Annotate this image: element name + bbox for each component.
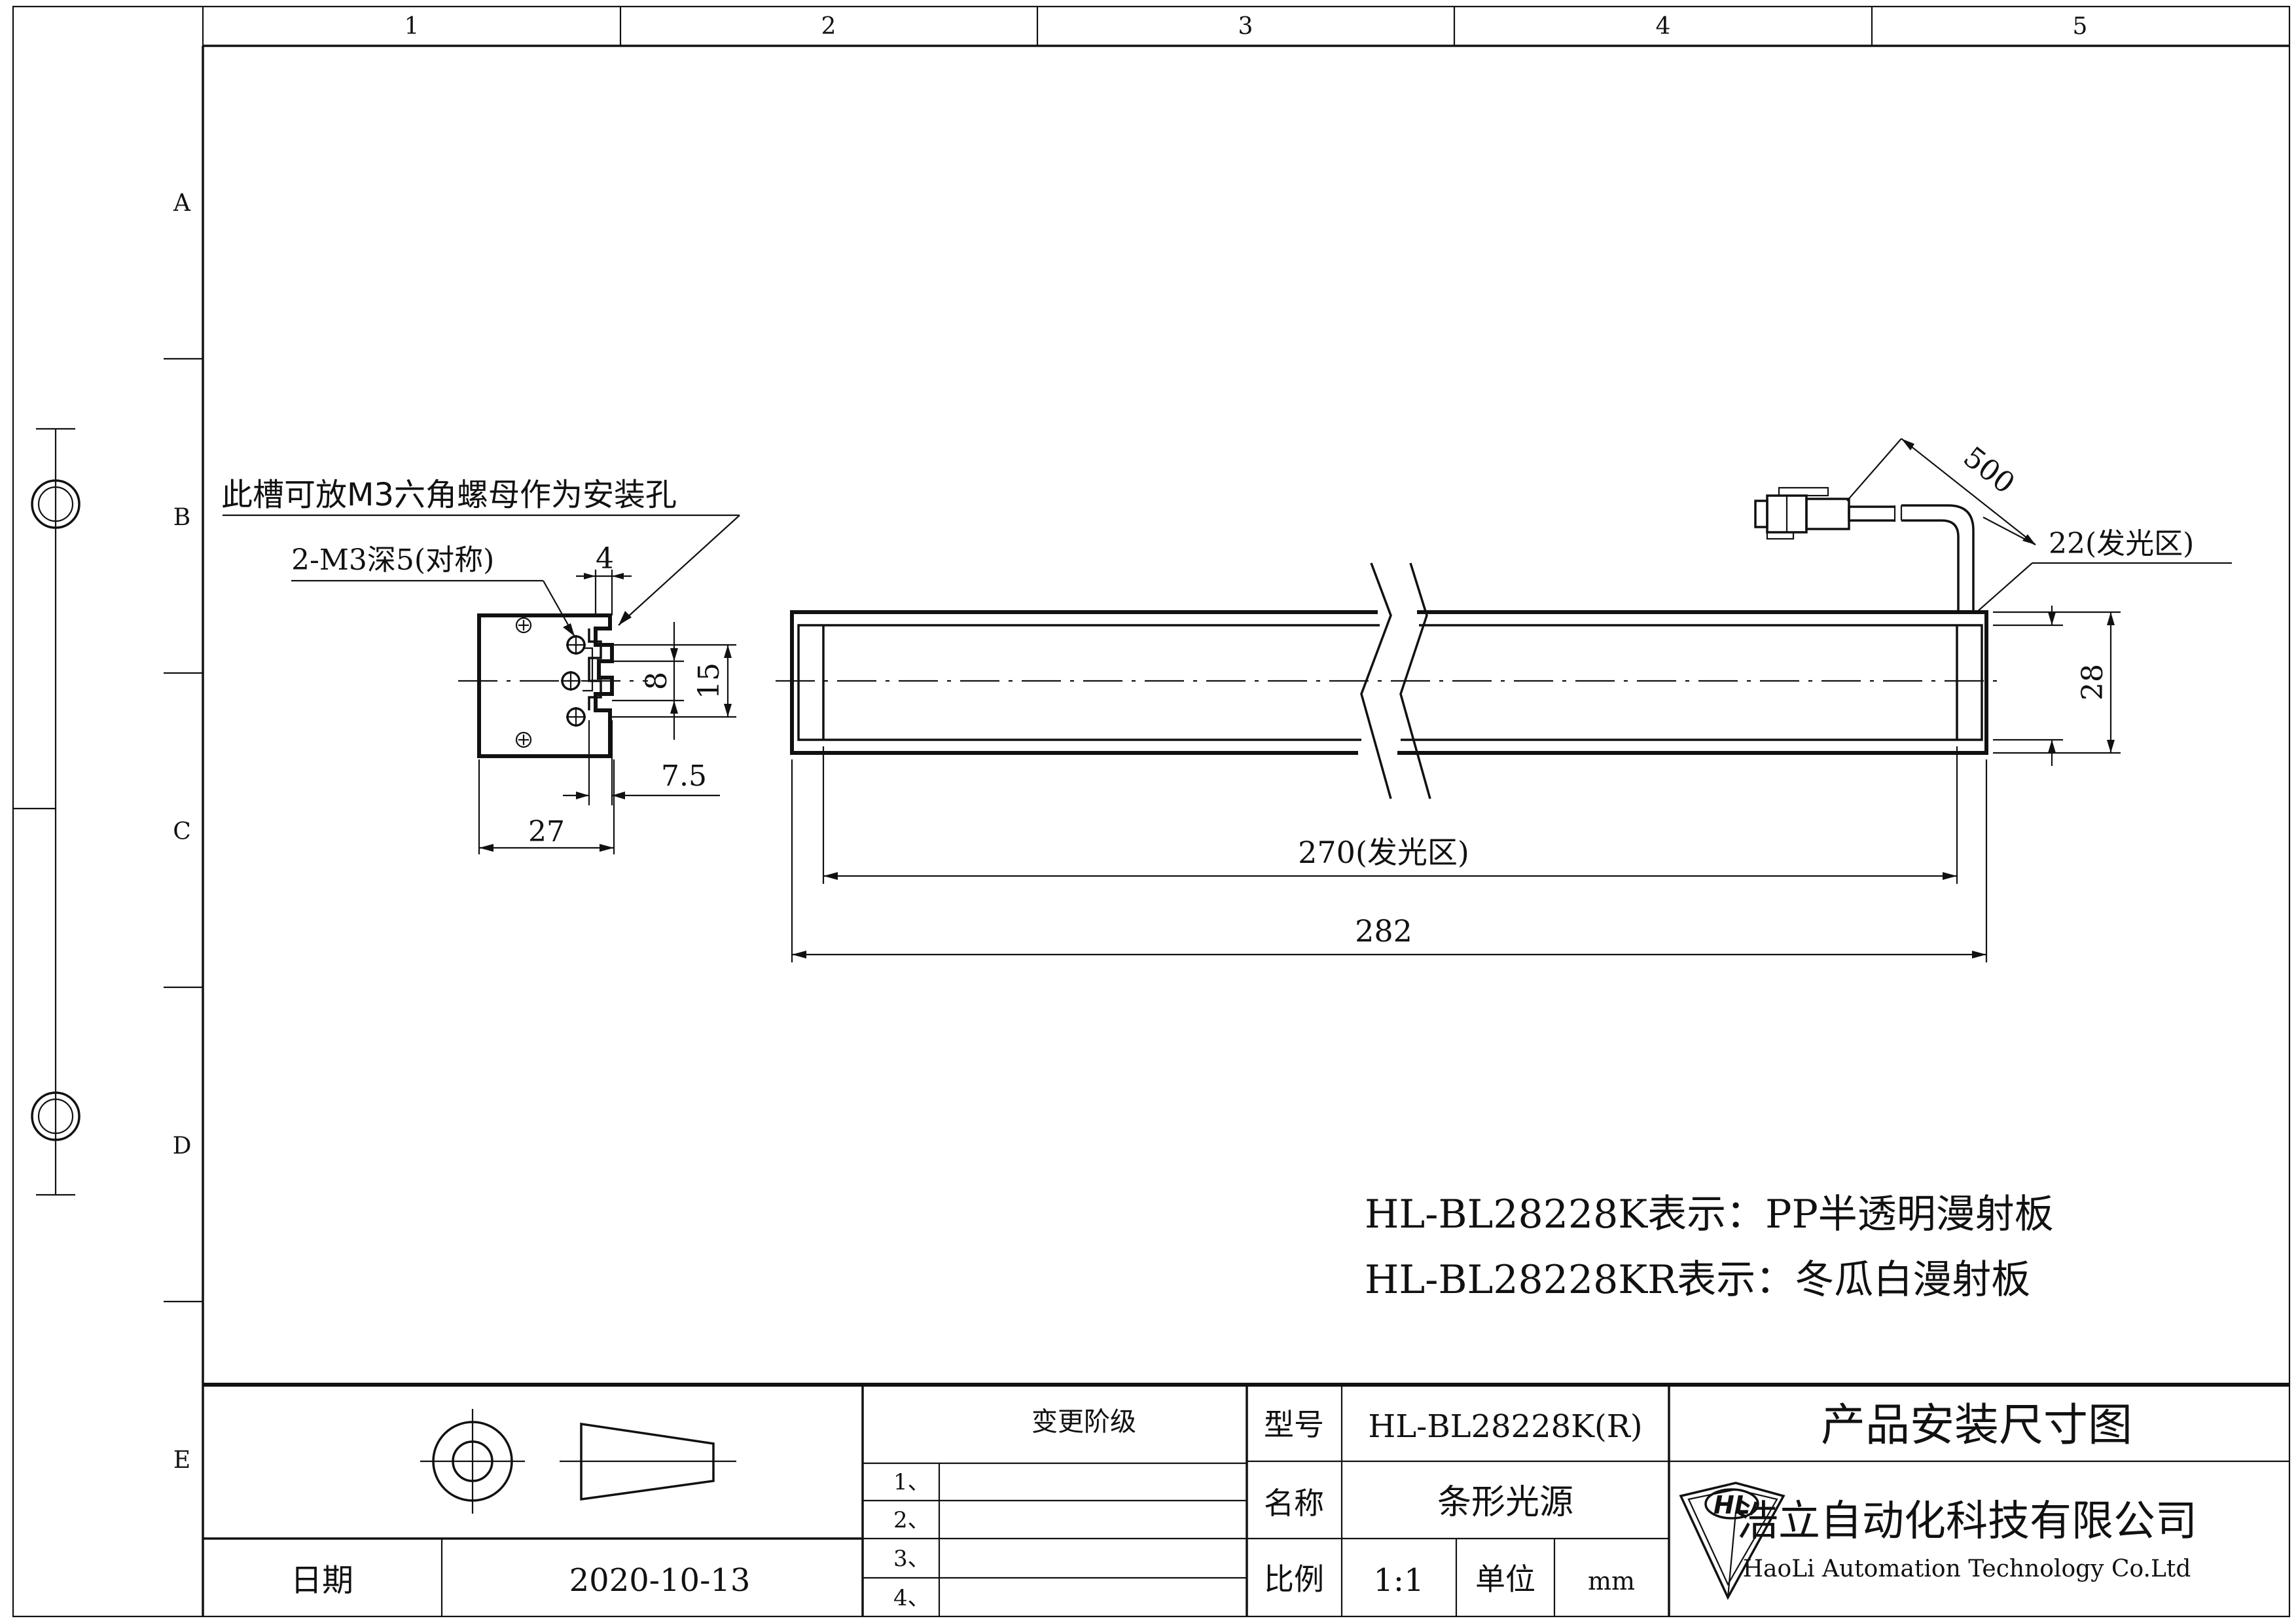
name-value: 条形光源 bbox=[1437, 1483, 1573, 1522]
front-view bbox=[776, 562, 2003, 799]
model-label: 型号 bbox=[1264, 1407, 1324, 1442]
model-value: HL-BL28228K(R) bbox=[1368, 1408, 1642, 1445]
row-label: D bbox=[173, 1133, 192, 1159]
drawing-title: 产品安装尺寸图 bbox=[1821, 1400, 2132, 1451]
drawing-frame bbox=[12, 5, 2291, 1618]
company-name-en: HaoLi Automation Technology Co.Ltd bbox=[1743, 1556, 2191, 1582]
end-view-leaders: 此槽可放M3六角螺母作为安装孔 2-M3深5(对称) bbox=[221, 477, 740, 637]
projection-symbol-icon bbox=[420, 1409, 736, 1514]
change-row-4: 4、 bbox=[893, 1585, 930, 1611]
dim-282: 282 bbox=[1355, 913, 1412, 949]
product-notes: HL-BL28228K表示：PP半透明漫射板 HL-BL28228KR表示：冬瓜… bbox=[1365, 1192, 2054, 1303]
dim-270-light-area: 270(发光区) bbox=[1298, 835, 1469, 870]
note-line-1: HL-BL28228K表示：PP半透明漫射板 bbox=[1365, 1192, 2054, 1237]
change-row-3: 3、 bbox=[893, 1546, 930, 1572]
date-value: 2020-10-13 bbox=[569, 1562, 751, 1599]
dim-4: 4 bbox=[596, 542, 614, 575]
end-view bbox=[458, 613, 648, 758]
screw-icon bbox=[515, 731, 532, 748]
column-label: 2 bbox=[821, 13, 836, 40]
m3-hole-icon bbox=[566, 635, 586, 655]
change-stage-label: 变更阶级 bbox=[1031, 1407, 1136, 1437]
date-label: 日期 bbox=[291, 1562, 353, 1599]
column-label: 4 bbox=[1656, 13, 1671, 40]
dim-15: 15 bbox=[692, 663, 726, 699]
scale-value: 1:1 bbox=[1373, 1562, 1424, 1599]
unit-value: mm bbox=[1588, 1567, 1635, 1596]
change-row-1: 1、 bbox=[893, 1469, 930, 1495]
m3-hole-icon bbox=[566, 707, 586, 727]
column-label: 5 bbox=[2073, 13, 2088, 40]
front-view-dimensions: 500 22(发光区) 28 270(发光区) 282 bbox=[791, 438, 2232, 962]
screw-icon bbox=[515, 617, 532, 634]
dim-28: 28 bbox=[2076, 664, 2109, 701]
connector-icon bbox=[1754, 486, 1850, 540]
dim-7-5: 7.5 bbox=[661, 759, 707, 793]
logo-text: HL bbox=[1713, 1491, 1750, 1520]
company-logo-icon: HL bbox=[1679, 1482, 1785, 1600]
column-label: 3 bbox=[1238, 13, 1253, 40]
row-label: B bbox=[173, 504, 190, 531]
dim-22-light-area: 22(发光区) bbox=[2049, 527, 2194, 560]
title-block: 日期 2020-10-13 变更阶级 1、 2、 3、 4、 型号 HL-BL2… bbox=[203, 1383, 2289, 1616]
row-label: C bbox=[173, 818, 191, 845]
row-label: A bbox=[173, 190, 191, 217]
dim-27: 27 bbox=[528, 815, 565, 848]
border-labels: 1 2 3 4 5 A B C D E bbox=[173, 13, 2088, 1474]
hole-note: 2-M3深5(对称) bbox=[291, 543, 494, 577]
dim-8: 8 bbox=[640, 672, 673, 690]
end-view-dimensions: 27 7.5 4 8 15 bbox=[478, 542, 736, 854]
column-label: 1 bbox=[404, 13, 420, 40]
dim-500: 500 bbox=[1957, 441, 2021, 501]
binding-hole-icon bbox=[31, 1091, 81, 1141]
row-label: E bbox=[173, 1447, 190, 1474]
name-label: 名称 bbox=[1264, 1486, 1324, 1521]
unit-label: 单位 bbox=[1475, 1561, 1535, 1597]
company-name-cn: 浩立自动化科技有限公司 bbox=[1736, 1497, 2197, 1546]
slot-note: 此槽可放M3六角螺母作为安装孔 bbox=[221, 477, 677, 513]
cable-assembly bbox=[1754, 486, 1975, 612]
change-row-2: 2、 bbox=[893, 1507, 930, 1533]
note-line-2: HL-BL28228KR表示：冬瓜白漫射板 bbox=[1365, 1257, 2030, 1303]
scale-label: 比例 bbox=[1264, 1561, 1324, 1597]
binding-hole-icon bbox=[31, 479, 81, 529]
